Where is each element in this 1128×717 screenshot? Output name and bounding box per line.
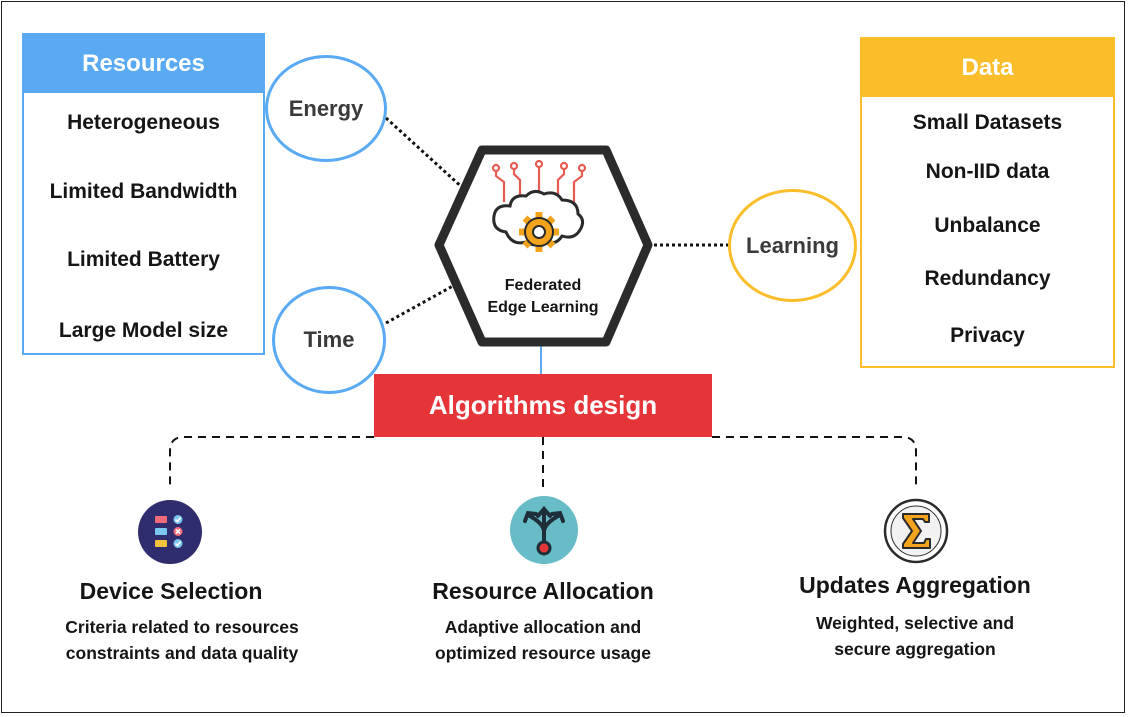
data-box: Data Small Datasets Non-IID data Unbalan… [860,37,1115,368]
federated-edge-learning-label: Federated Edge Learning [470,275,616,319]
resources-box: Resources Heterogeneous Limited Bandwidt… [22,33,265,355]
resource-item: Limited Battery [67,248,220,271]
updates-aggregation-description: Weighted, selective and secure aggregati… [770,610,1060,662]
data-item: Unbalance [934,214,1041,237]
algorithms-branch-connector [169,436,917,487]
description-line: Criteria related to resources [65,617,299,637]
data-title: Data [862,39,1113,97]
learning-circle: Learning [728,189,857,302]
resource-allocation-description: Adaptive allocation and optimized resour… [400,614,686,666]
resource-allocation-title: Resource Allocation [432,578,654,604]
description-line: secure aggregation [834,639,996,659]
updates-aggregation-title: Updates Aggregation [799,572,1031,598]
data-item: Non-IID data [925,160,1050,183]
resource-item: Limited Bandwidth [49,180,238,203]
energy-circle: Energy [265,55,387,162]
sigma-icon [883,498,949,564]
resource-item: Heterogeneous [67,111,220,134]
description-line: constraints and data quality [65,643,299,663]
description-line: Weighted, selective and [815,613,1015,633]
branching-arrows-icon [510,496,578,564]
brain-gear-icon [491,160,587,252]
description-line: optimized resource usage [435,643,651,663]
data-item: Redundancy [924,267,1051,290]
device-selection-title: Device Selection [79,578,263,604]
center-line-2: Edge Learning [487,299,599,316]
time-connector [385,280,461,325]
algorithms-design-banner: Algorithms design [374,374,712,437]
data-item: Small Datasets [912,111,1063,134]
resources-title: Resources [24,35,263,93]
device-selection-description: Criteria related to resources constraint… [0,614,364,666]
checklist-icon [138,500,202,564]
description-line: Adaptive allocation and [444,617,642,637]
center-line-1: Federated [504,277,582,294]
time-circle: Time [272,286,386,394]
data-item: Privacy [950,324,1025,347]
resource-item: Large Model size [58,319,229,342]
